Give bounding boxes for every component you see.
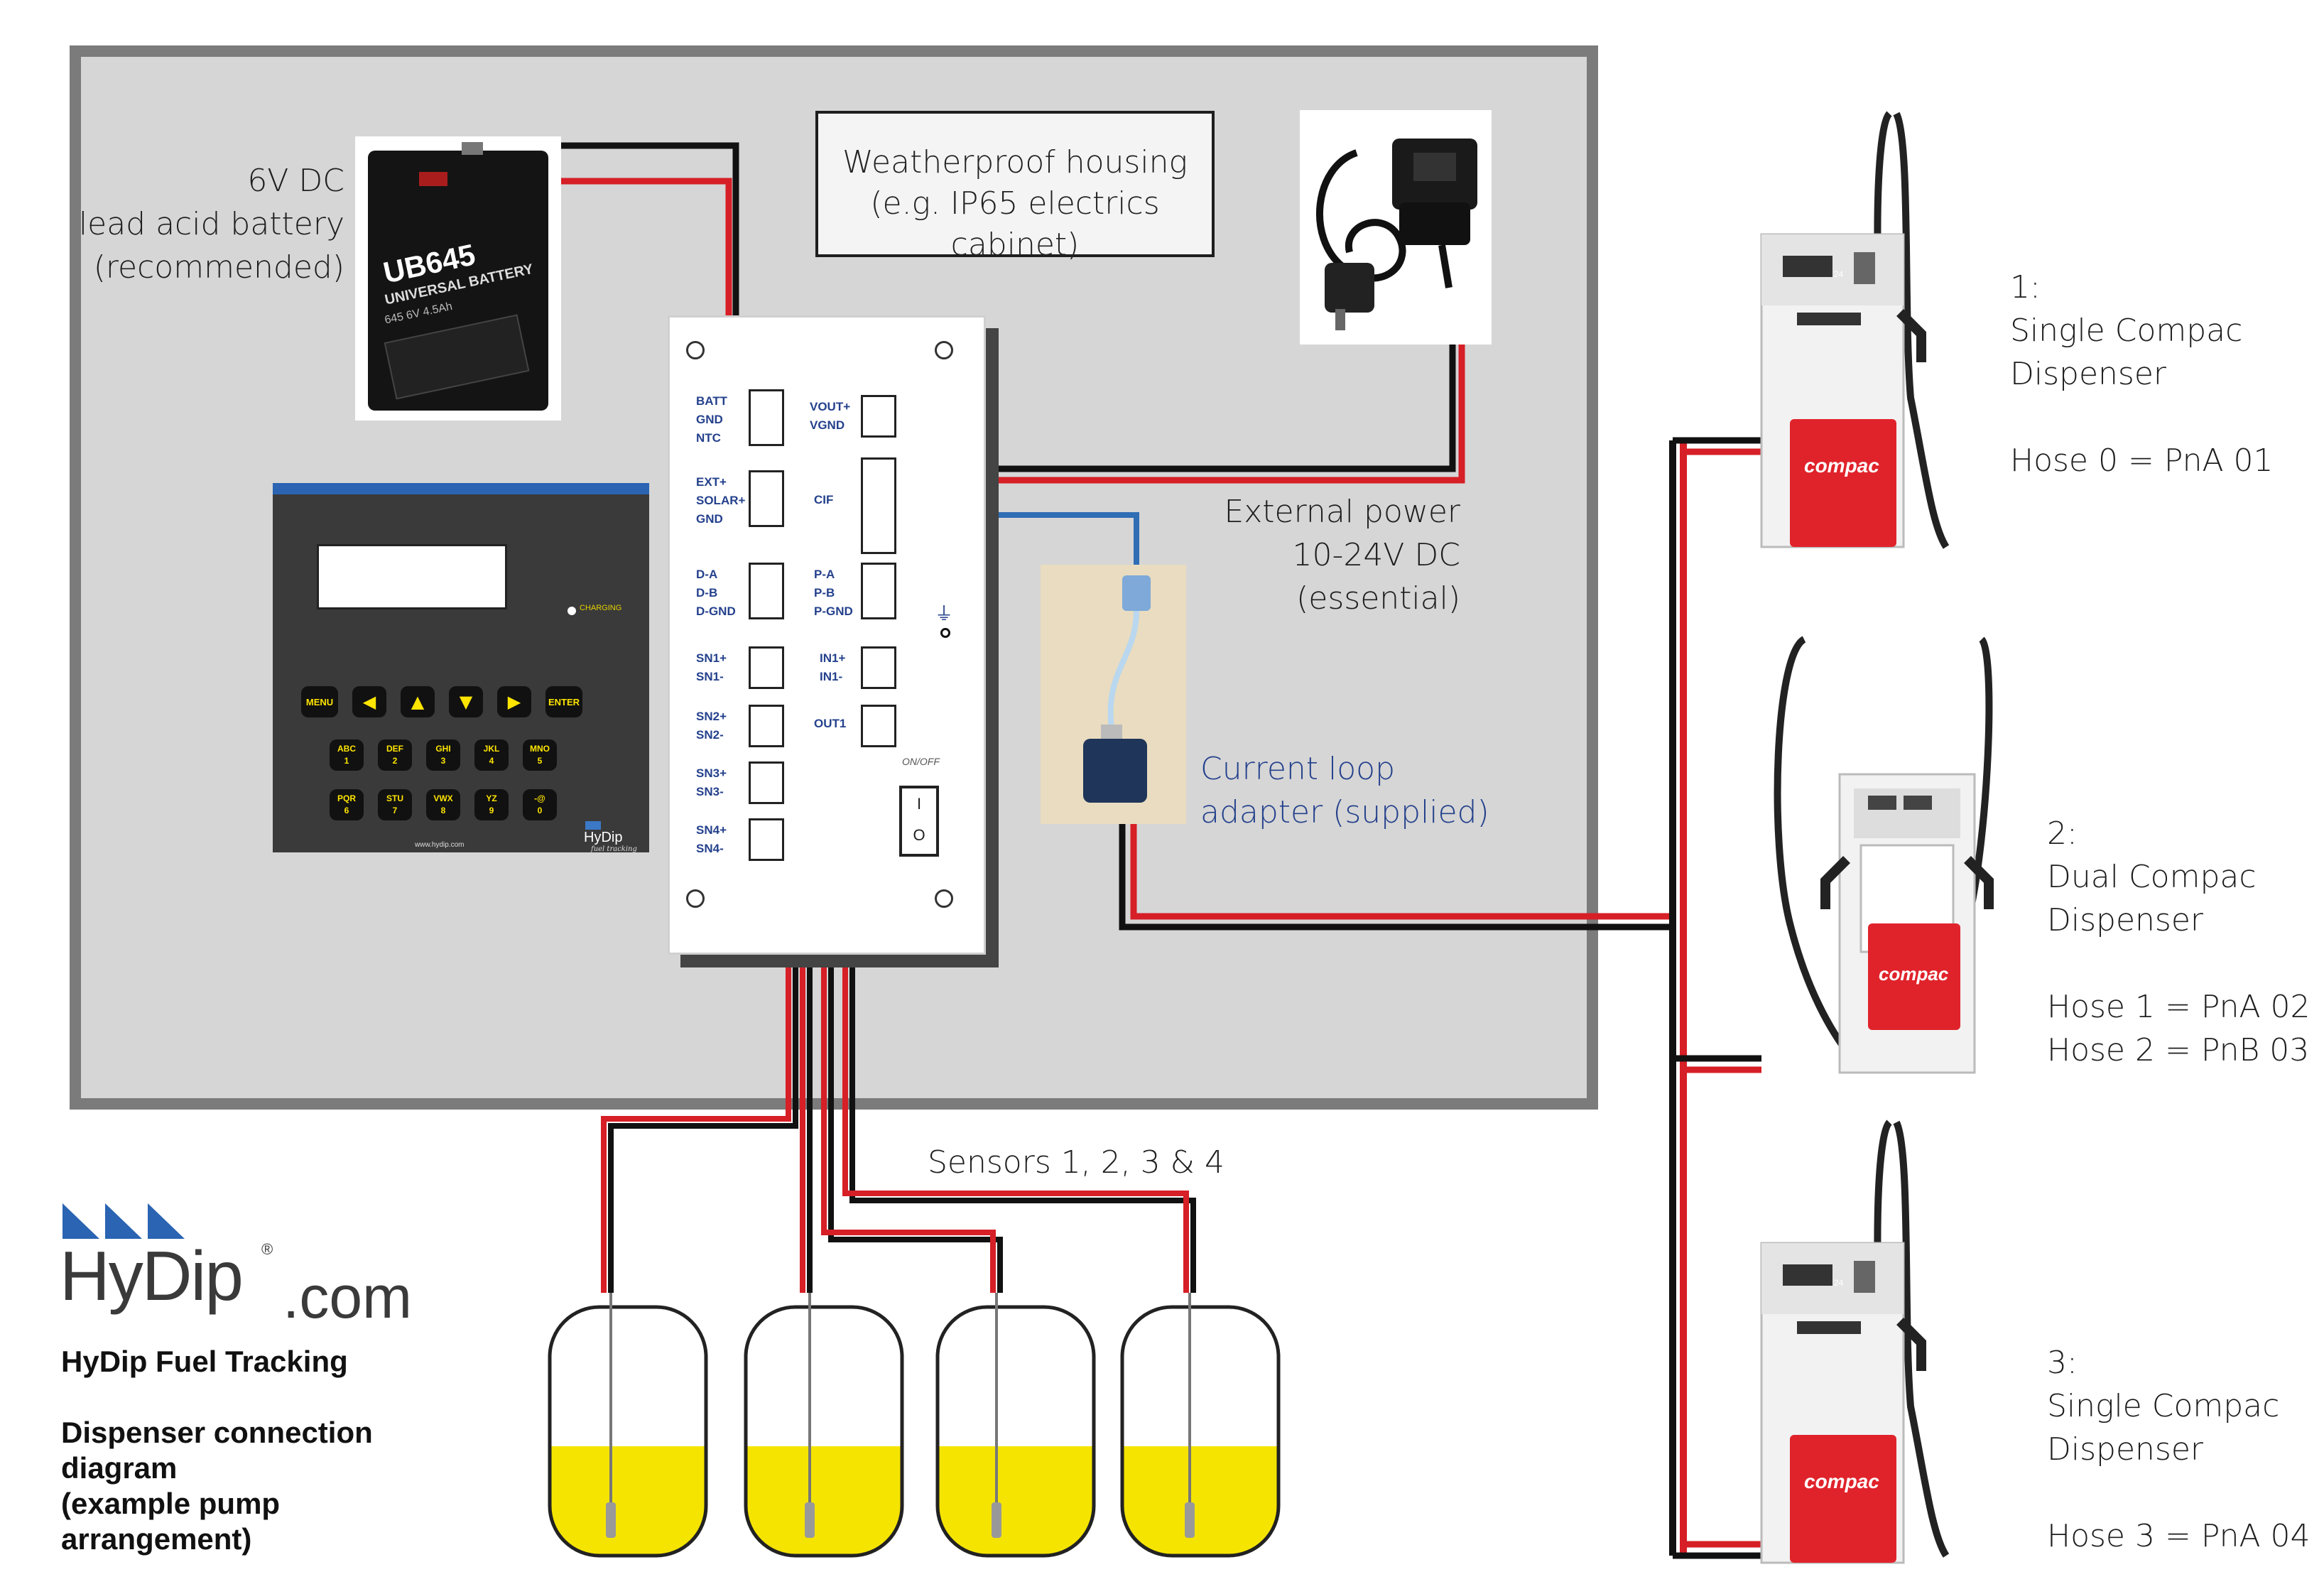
tank-3 <box>935 1293 1096 1558</box>
fuel-tanks <box>548 1293 1281 1558</box>
terminal-out1-label: OUT1 <box>814 717 847 730</box>
terminal-block-d[interactable] <box>749 563 784 619</box>
power-adapter <box>1300 110 1492 345</box>
charging-led-icon <box>568 607 576 615</box>
screw-icon <box>686 889 705 908</box>
enter-key[interactable]: ENTER <box>545 686 582 717</box>
terminal-block-sn3[interactable] <box>749 761 784 804</box>
down-arrow-key[interactable]: ▼ <box>449 686 483 717</box>
terminal-block-sn4[interactable] <box>749 818 784 861</box>
loop-black-wire <box>1119 817 1673 931</box>
terminal-batt-labels: BATT GND NTC <box>696 394 728 445</box>
up-arrow-key[interactable]: ▲ <box>401 686 435 717</box>
logo-registered: ® <box>261 1240 273 1258</box>
terminal-sn3-labels: SN3+ SN3- <box>696 766 727 798</box>
terminal-block-batt[interactable] <box>749 389 784 446</box>
tank-1 <box>548 1293 708 1558</box>
keypad-display <box>317 544 507 609</box>
screw-icon <box>686 341 705 359</box>
terminal-block-sn2[interactable] <box>749 705 784 747</box>
logo-name: HyDip <box>60 1237 244 1315</box>
dispenser-tag: 24 <box>1834 269 1844 279</box>
menu-key[interactable]: MENU <box>301 686 338 717</box>
terminal-p-labels: P-A P-B P-GND <box>814 568 853 618</box>
battery-device: UB645 UNIVERSAL BATTERY 645 6V 4.5Ah <box>355 136 561 421</box>
dispenser-2-label: 2: Dual Compac Dispenser Hose 1 = PnA 02… <box>2047 815 2311 1068</box>
terminal-d-labels: D-A D-B D-GND <box>696 568 736 618</box>
caption-title: HyDip Fuel Tracking <box>61 1345 348 1378</box>
keypad-url: www.hydip.com <box>415 841 465 849</box>
screw-icon <box>935 341 953 359</box>
tank-4 <box>1120 1293 1281 1558</box>
left-arrow-key[interactable]: ◀ <box>352 686 386 717</box>
terminal-ext-labels: EXT+ SOLAR+ GND <box>696 475 746 526</box>
compac-brand: compac <box>1804 455 1879 477</box>
hydip-mini-logo-icon <box>585 821 601 830</box>
dispenser-2-dual: compac <box>1774 636 1994 1074</box>
power-black-wire <box>776 284 1456 472</box>
housing-label-box: Weatherproof housing (e.g. IP65 electric… <box>815 111 1215 263</box>
ground-icon: ⏚ <box>935 604 954 625</box>
terminal-block-p[interactable] <box>861 563 896 619</box>
compac-brand: compac <box>1879 963 1949 985</box>
terminal-sn2-labels: SN2+ SN2- <box>696 710 727 742</box>
terminal-block-vout[interactable] <box>861 395 896 438</box>
screw-icon <box>935 889 953 908</box>
power-switch[interactable]: I O <box>899 786 939 857</box>
terminal-block-in1[interactable] <box>861 646 896 689</box>
keypad-brand-sub: fuel tracking <box>591 845 637 853</box>
controller-board: BATT GND NTC EXT+ SOLAR+ GND D-A D-B D-G… <box>668 315 986 955</box>
dispenser-3-single: compac 24 <box>1760 1119 1950 1564</box>
logo-triangles-icon <box>63 1203 185 1239</box>
keypad-row-1: MENU ◀ ▲ ▼ ▶ ENTER <box>301 686 582 717</box>
battery-label: 6V DC lead acid battery (recommended) <box>78 163 344 286</box>
compac-brand: compac <box>1804 1470 1879 1492</box>
terminal-block-ext[interactable] <box>749 470 784 527</box>
dispenser-tag: 24 <box>1834 1278 1844 1288</box>
dispenser-1-single: compac 24 <box>1760 111 1950 549</box>
terminal-sn1-labels: SN1+ SN1- <box>696 651 727 683</box>
terminal-in1-labels: IN1+ IN1- <box>820 651 846 683</box>
status-led-icon <box>940 628 950 638</box>
current-loop-label: Current loop adapter (supplied) <box>1200 751 1489 830</box>
key-0[interactable]: -@0 <box>523 789 557 820</box>
terminal-vout-labels: VOUT+ VGND <box>810 400 851 432</box>
tank-2 <box>744 1293 904 1558</box>
caption-body: Dispenser connection diagram (example pu… <box>61 1416 373 1556</box>
terminal-block-sn1[interactable] <box>749 646 784 689</box>
dispenser-1-label: 1: Single Compac Dispenser Hose 0 = PnA … <box>2010 269 2274 479</box>
logo-suffix: .com <box>283 1264 413 1330</box>
terminal-block-out1[interactable] <box>861 705 896 747</box>
switch-label: ON/OFF <box>902 756 940 767</box>
terminal-sn4-labels: SN4+ SN4- <box>696 823 727 855</box>
keypad-brand: HyDip <box>584 830 623 845</box>
right-arrow-key[interactable]: ▶ <box>497 686 531 717</box>
hydip-logo: HyDip ® .com <box>60 1198 432 1330</box>
charging-label: CHARGING <box>580 604 622 612</box>
sensors-label: Sensors 1, 2, 3 & 4 <box>928 1144 1225 1181</box>
cif-connector[interactable] <box>861 457 896 554</box>
power-red-wire <box>776 284 1465 484</box>
current-loop-adapter <box>1041 565 1186 824</box>
dispenser-3-label: 3: Single Compac Dispenser Hose 3 = PnA … <box>2047 1345 2311 1554</box>
terminal-cif-label: CIF <box>814 493 834 506</box>
external-power-label: External power 10-24V DC (essential) <box>1224 494 1460 617</box>
loop-red-wire <box>1130 817 1673 920</box>
